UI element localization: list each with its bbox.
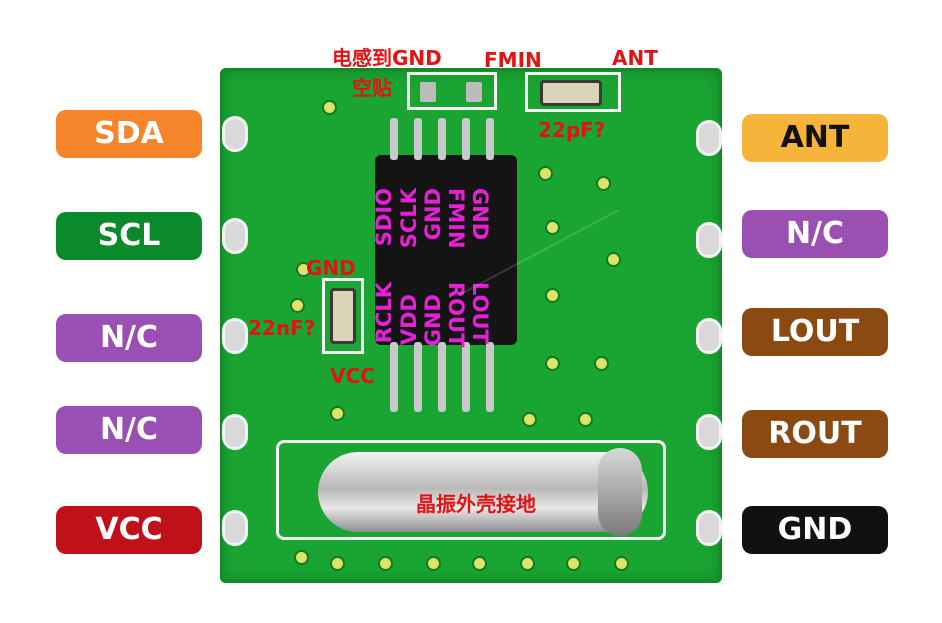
chip-leg xyxy=(462,118,470,160)
via xyxy=(472,556,487,571)
via xyxy=(330,406,345,421)
smd-pad xyxy=(420,82,436,102)
chip-leg xyxy=(414,342,422,412)
chip-leg xyxy=(390,118,398,160)
pin-label-lout: LOUT xyxy=(742,308,888,356)
pin-label-vcc: VCC xyxy=(56,506,202,554)
chip-pin-label: GND xyxy=(469,188,490,240)
via xyxy=(614,556,629,571)
edge-pad xyxy=(696,222,722,258)
via xyxy=(596,176,611,191)
edge-pad xyxy=(222,318,248,354)
pin-label-nc: N/C xyxy=(56,314,202,362)
via xyxy=(290,298,305,313)
crystal-ground-note: 晶振外壳接地 xyxy=(416,488,536,517)
chip-pin-label: GND xyxy=(423,294,444,346)
cap-22pf-label: 22pF? xyxy=(538,118,605,142)
edge-pad xyxy=(222,218,248,254)
via xyxy=(566,556,581,571)
chip-leg xyxy=(390,342,398,412)
pin-label-nc: N/C xyxy=(742,210,888,258)
via xyxy=(594,356,609,371)
edge-pad xyxy=(696,120,722,156)
pin-label-gnd: GND xyxy=(742,506,888,554)
edge-pad xyxy=(222,116,248,152)
chip-leg xyxy=(438,118,446,160)
via xyxy=(294,550,309,565)
cap-22nf-label: 22nF? xyxy=(248,316,315,340)
chip-leg xyxy=(414,118,422,160)
fmin-label: FMIN xyxy=(484,48,542,72)
vcc-label: VCC xyxy=(330,364,375,388)
pin-label-nc: N/C xyxy=(56,406,202,454)
via xyxy=(426,556,441,571)
chip-pin-label: SDIO xyxy=(374,188,395,246)
chip-leg xyxy=(486,118,494,160)
via xyxy=(522,412,537,427)
edge-pad xyxy=(222,510,248,546)
chip-pin-label: SCLK xyxy=(399,188,420,248)
via xyxy=(520,556,535,571)
chip-leg xyxy=(462,342,470,412)
chip-leg xyxy=(438,342,446,412)
gnd-label: GND xyxy=(306,256,356,280)
edge-pad xyxy=(696,510,722,546)
via xyxy=(378,556,393,571)
chip-leg xyxy=(486,342,494,412)
crystal-end-cap xyxy=(598,448,642,536)
via xyxy=(538,166,553,181)
inductor-note-line2: 空贴 xyxy=(352,72,392,101)
chip-pin-label: RCLK xyxy=(374,282,395,343)
edge-pad xyxy=(696,318,722,354)
ant-capacitor xyxy=(540,80,602,106)
via xyxy=(330,556,345,571)
via xyxy=(578,412,593,427)
pin-label-ant: ANT xyxy=(742,114,888,162)
chip-pin-label: GND xyxy=(423,188,444,240)
edge-pad xyxy=(222,414,248,450)
inductor-note: 电感到GND xyxy=(332,42,442,71)
pin-label-sda: SDA xyxy=(56,110,202,158)
chip-pin-label: FMIN xyxy=(445,188,466,249)
chip-pin-label: VDD xyxy=(399,294,420,345)
ant-label: ANT xyxy=(612,46,658,70)
via xyxy=(322,100,337,115)
pin-label-rout: ROUT xyxy=(742,410,888,458)
edge-pad xyxy=(696,414,722,450)
smd-pad xyxy=(466,82,482,102)
via xyxy=(545,356,560,371)
pin-label-scl: SCL xyxy=(56,212,202,260)
vcc-capacitor xyxy=(330,288,356,344)
